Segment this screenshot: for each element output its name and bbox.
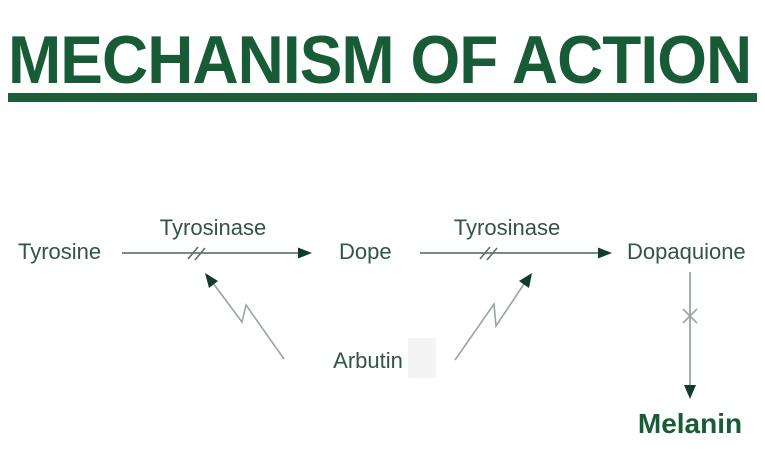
double-slash-2b — [486, 247, 498, 261]
node-dopaquione: Dopaquione — [627, 239, 746, 264]
enzyme-label-tyrosinase-1: Tyrosinase — [159, 215, 267, 240]
arrowhead-dopaquione-to-melanin — [684, 385, 696, 399]
double-slash-1a — [187, 246, 199, 260]
node-arbutin: Arbutin — [333, 348, 403, 373]
arrowhead-tyrosine-to-dope — [298, 247, 312, 259]
cross-mark-b — [682, 308, 698, 324]
page-title: MECHANISM OF ACTION — [8, 22, 752, 98]
inhibition-bolt-right — [454, 274, 531, 361]
inhibition-bolt-left — [206, 274, 285, 360]
double-slash-2a — [479, 246, 491, 260]
title-underline — [8, 93, 757, 102]
node-dope: Dope — [339, 239, 392, 264]
arrowhead-inhibition-left — [205, 273, 218, 288]
double-slash-1b — [194, 247, 206, 261]
arrowhead-dope-to-dopaquione — [598, 247, 612, 259]
watermark-block — [408, 338, 436, 378]
enzyme-label-tyrosinase-2: Tyrosinase — [453, 215, 561, 240]
node-melanin: Melanin — [637, 408, 743, 439]
arrowhead-inhibition-right — [519, 273, 532, 288]
node-tyrosine: Tyrosine — [18, 239, 102, 264]
